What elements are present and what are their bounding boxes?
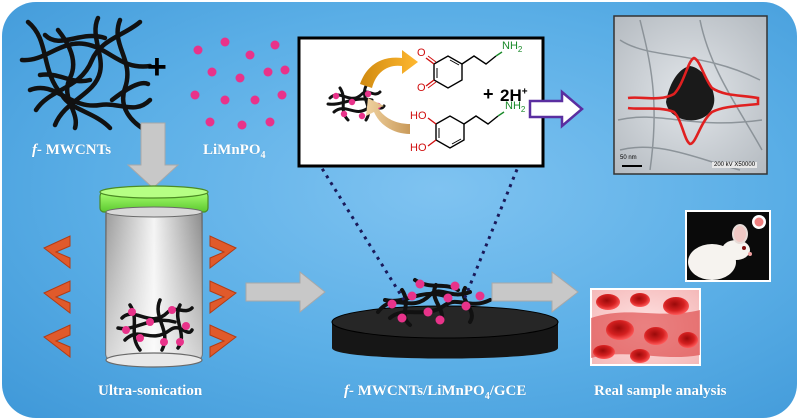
rat-image (685, 210, 771, 282)
o-bottom-text: O (417, 82, 426, 94)
real-sample-label: Real sample analysis (594, 383, 727, 399)
limnpo4-particles-icon (190, 37, 290, 130)
ho-top-text: HO (410, 110, 427, 122)
nh2-top: NH (502, 40, 518, 52)
limnpo4-label: LiMnPO4 (203, 142, 266, 161)
ultrasound-chevron-icons (43, 235, 237, 359)
nh2-bottom-text: NH2 (505, 100, 525, 114)
zoom-lines (316, 161, 522, 301)
reaction-box (297, 36, 545, 168)
ho-bottom-text: HO (410, 142, 427, 154)
protons-text: 2H+ (500, 86, 528, 106)
tem-info-label: 200 kV X50000 (712, 162, 758, 168)
mwcnt-prefix: f- (32, 142, 42, 158)
electrode-label: f- MWCNTs/LiMnPO4/GCE (344, 383, 526, 402)
nh2-bottom: NH (505, 100, 521, 112)
nh2-top-sub: 2 (517, 45, 523, 55)
nh2-bottom-sub: 2 (520, 105, 526, 115)
limnpo4-name: LiMnPO (203, 142, 261, 158)
nh2-top-text: NH2 (502, 40, 522, 54)
electrode-prefix: f- (344, 383, 354, 399)
reduction-arrow-icon (366, 98, 410, 134)
dopamine-structure (427, 111, 505, 149)
right-arrow-icon (245, 270, 326, 314)
right-arrow-icon-2 (491, 270, 579, 314)
mwcnt-network-icon (19, 15, 153, 133)
plus-sign: + (147, 48, 167, 86)
protons-value: 2H (500, 86, 522, 105)
oxidation-arrow-icon (360, 50, 418, 88)
down-arrow-icon (126, 122, 180, 189)
hollow-arrow-icon (528, 89, 584, 129)
electrode-subscript: 4 (484, 391, 490, 402)
mwcnt-name: MWCNTs (45, 142, 112, 158)
tem-cv-image (613, 15, 768, 175)
electrode-suffix: /GCE (489, 383, 527, 399)
tem-scale-bar-label: 50 nm (620, 155, 637, 161)
reaction-plus: + (483, 84, 494, 104)
limnpo4-subscript: 4 (260, 150, 266, 161)
protons-charge: + (521, 86, 528, 98)
quinone-structure (425, 51, 503, 89)
electrode-name: MWCNTs/LiMnPO (357, 383, 485, 399)
mwcnt-label: f- MWCNTs (32, 142, 111, 159)
sonication-vial (99, 185, 209, 368)
o-top-text: O (417, 47, 426, 59)
ultrasonication-label: Ultra-sonication (98, 383, 203, 399)
blood-cells-image (590, 288, 701, 366)
modified-electrode (331, 278, 559, 359)
